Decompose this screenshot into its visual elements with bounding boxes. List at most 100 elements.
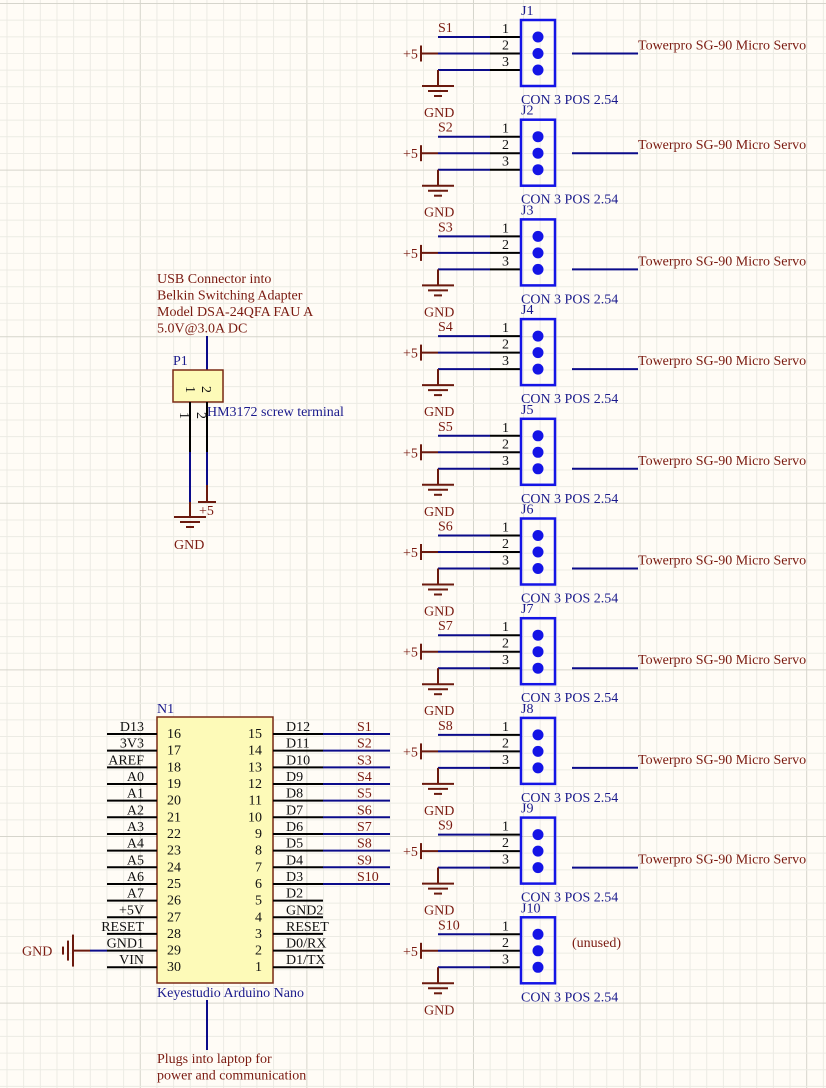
terminal-body[interactable]	[172, 369, 224, 403]
pin-number: 2	[502, 936, 509, 951]
power-label: +5	[403, 845, 418, 860]
signal-net-label: S10	[357, 870, 379, 885]
servo-note: Towerpro SG-90 Micro Servo	[638, 138, 806, 153]
connector-comment: CON 3 POS 2.54	[521, 592, 618, 607]
servo-note: Towerpro SG-90 Micro Servo	[638, 653, 806, 668]
connector-body[interactable]	[519, 317, 557, 387]
pin-name: D3	[286, 870, 303, 885]
pin-number: 3	[502, 653, 509, 668]
terminal-pin-number: 1	[176, 412, 191, 419]
usb-note-line: Belkin Switching Adapter	[157, 289, 303, 304]
ground-label: GND	[424, 106, 454, 121]
pin-number: 18	[167, 760, 181, 775]
ground-icon	[422, 184, 454, 197]
pin-name: RESET	[101, 920, 144, 935]
connector-body[interactable]	[519, 816, 557, 885]
pin-number: 7	[255, 860, 262, 875]
ground-icon	[422, 982, 454, 995]
ground-label: GND	[22, 945, 52, 960]
signal-net-label: S2	[357, 737, 372, 752]
pin-name: D6	[286, 820, 303, 835]
pin-name: AREF	[108, 753, 144, 768]
signal-net-label: S1	[357, 720, 372, 735]
terminal-pin-number: 2	[193, 412, 208, 419]
pin-number: 12	[248, 777, 262, 792]
power-label: +5	[403, 546, 418, 561]
signal-net-label: S1	[438, 21, 453, 36]
connector-body[interactable]	[519, 218, 557, 287]
pin-number: 10	[248, 810, 262, 825]
connector-body[interactable]	[519, 716, 557, 786]
connector-body[interactable]	[519, 18, 557, 88]
pin-contact	[532, 729, 544, 741]
pin-number: 1	[502, 820, 509, 835]
ground-icon	[422, 683, 454, 696]
pin-number: 6	[255, 877, 262, 892]
pin-name: A1	[127, 787, 144, 802]
ground-label: GND	[424, 904, 454, 919]
pin-number: 3	[502, 55, 509, 70]
ground-label: GND	[424, 704, 454, 719]
ground-label: GND	[424, 804, 454, 819]
pin-number: 3	[255, 927, 262, 942]
connector-designator: J10	[521, 901, 540, 916]
connector-designator: J1	[521, 4, 533, 19]
pin-number: 3	[502, 753, 509, 768]
signal-net-label: S7	[438, 619, 453, 634]
pin-number: 26	[167, 894, 181, 909]
pin-contact	[532, 646, 544, 658]
connector-body[interactable]	[519, 118, 557, 187]
pin-name: A4	[127, 837, 144, 852]
pin-contact	[532, 762, 544, 774]
pin-number: 2	[502, 637, 509, 652]
ground-icon	[422, 483, 454, 496]
usb-note-line: Model DSA-24QFA FAU A	[157, 305, 314, 320]
pin-number: 1	[502, 221, 509, 236]
usb-note-line: 5.0V@3.0A DC	[157, 322, 247, 337]
connector-body[interactable]	[519, 517, 557, 586]
servo-note: Towerpro SG-90 Micro Servo	[638, 354, 806, 369]
pin-name: A3	[127, 820, 144, 835]
connector-comment: CON 3 POS 2.54	[521, 292, 618, 307]
signal-net-label: S3	[357, 753, 372, 768]
connector-body[interactable]	[519, 616, 557, 686]
connector-body[interactable]	[519, 916, 557, 985]
connector-body[interactable]	[519, 417, 557, 487]
pin-name: A6	[127, 870, 144, 885]
connector-designator: J2	[521, 104, 533, 119]
pin-number: 27	[167, 910, 181, 925]
pin-number: 2	[502, 537, 509, 552]
pin-contact	[532, 662, 544, 674]
connector-comment: CON 3 POS 2.54	[521, 891, 618, 906]
pin-number: 30	[167, 960, 181, 975]
connector-note: (unused)	[572, 936, 621, 951]
pin-number: 17	[167, 744, 181, 759]
pin-contact	[532, 862, 544, 874]
pin-name: D4	[286, 853, 303, 868]
pin-contact	[532, 31, 544, 43]
pin-number: 2	[502, 338, 509, 353]
signal-net-label: S3	[438, 220, 453, 235]
pin-number: 3	[502, 254, 509, 269]
pin-number: 4	[255, 910, 262, 925]
ground-icon	[422, 384, 454, 397]
pin-name: +5V	[119, 903, 144, 918]
pin-name: D5	[286, 837, 303, 852]
pin-contact	[532, 463, 544, 475]
ground-label: GND	[424, 1003, 454, 1018]
ic-body[interactable]	[156, 716, 274, 984]
pin-contact	[532, 330, 544, 342]
